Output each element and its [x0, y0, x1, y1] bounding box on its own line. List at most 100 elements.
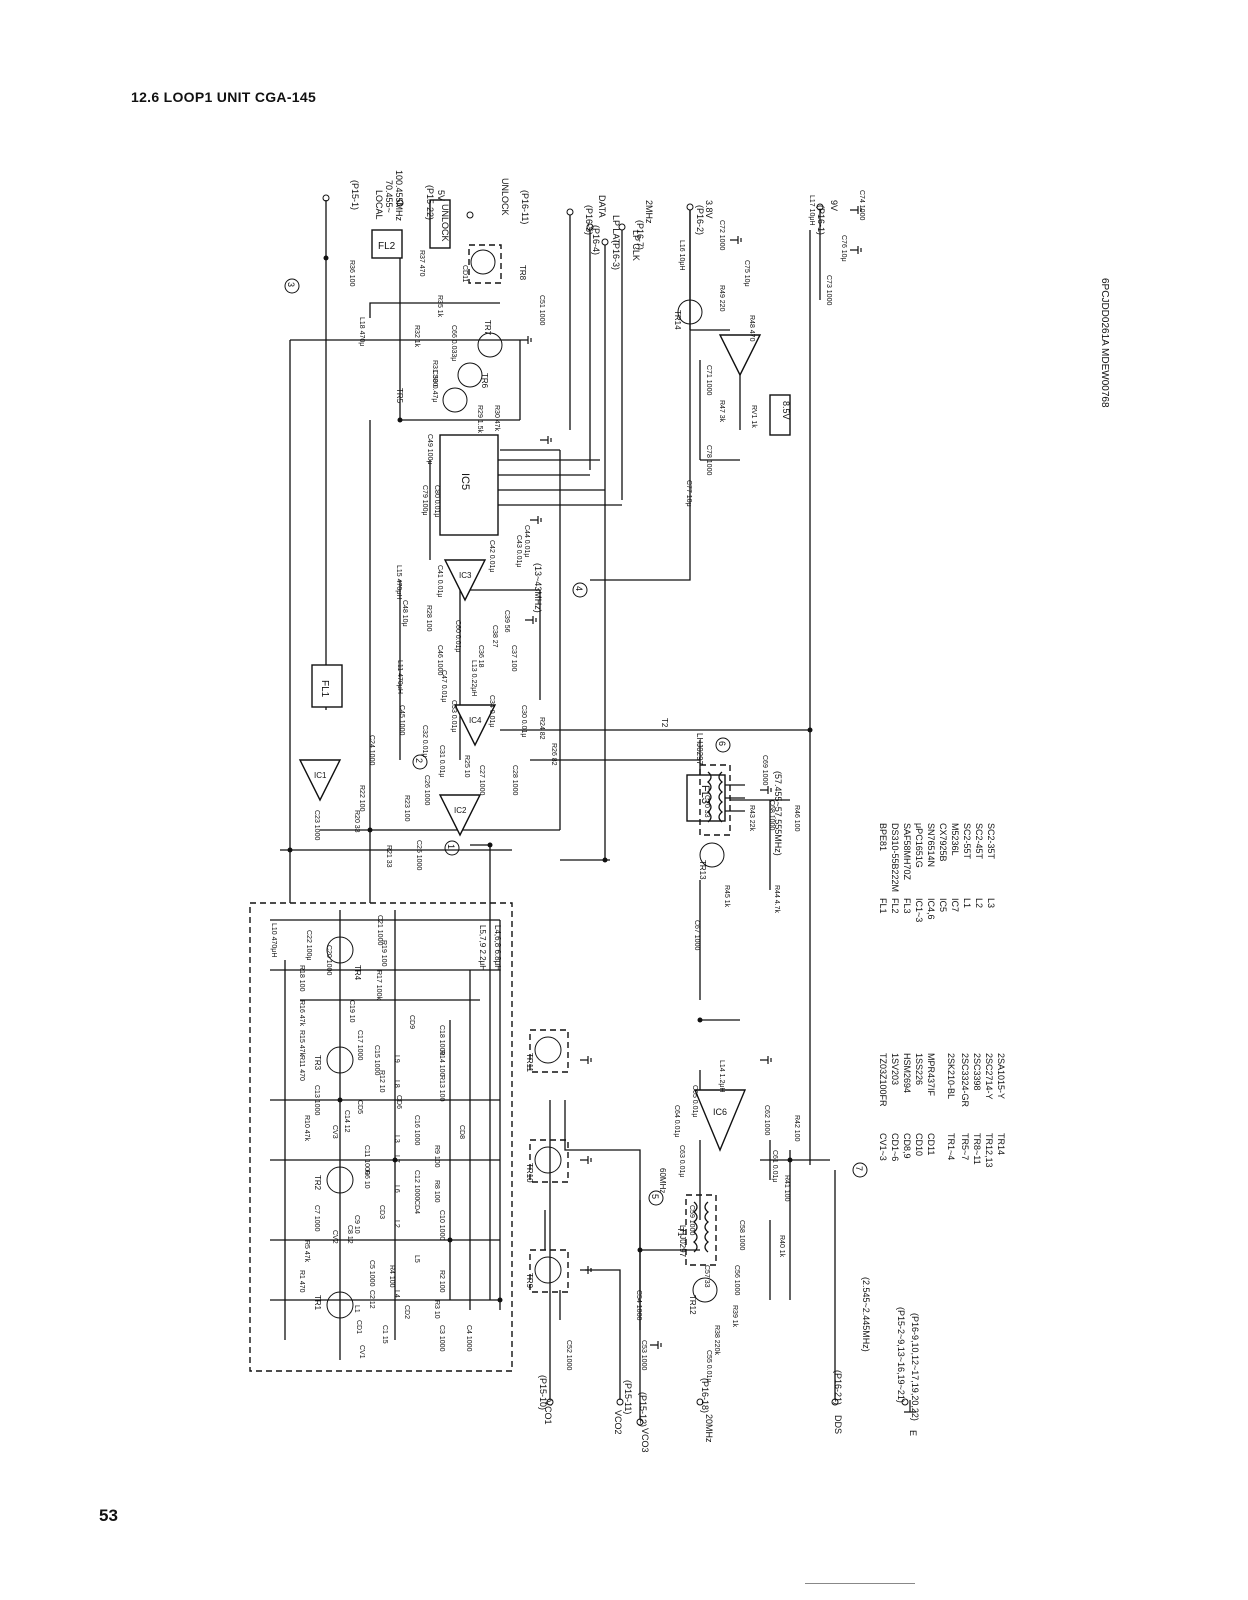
r28-label: R28 100	[425, 605, 432, 632]
ic4-label: IC4	[469, 716, 482, 725]
c34-label: C34 0.01μ	[488, 695, 495, 727]
pt-right-part-4: SN76514N	[926, 823, 936, 867]
port-local-name: LOCAL	[374, 190, 384, 220]
cv2-label: CV2	[331, 1230, 338, 1244]
c51-label: C51 1000	[538, 295, 545, 325]
l10-label: L10 470μH	[270, 923, 277, 957]
c2-label: C2 12	[368, 1290, 375, 1309]
bottom-port-labels: (P15-10) VCO1 (P15-11) VCO2 (P15-12) VCO…	[538, 1277, 871, 1453]
cv1-label: CV1	[358, 1345, 365, 1359]
pt-left-ref-6: TR5~7	[960, 1133, 970, 1160]
ic1-label: IC1	[314, 771, 327, 780]
node-marker-6: 6	[715, 737, 731, 753]
tr8-label: TR8	[518, 265, 527, 281]
c52-label: C52 1000	[565, 1340, 572, 1370]
port-terminals	[322, 194, 909, 1426]
c13-label: C13 1000	[313, 1085, 320, 1115]
r15-label: R15 47k	[298, 1030, 305, 1057]
r23-label: R23 100	[403, 795, 410, 822]
r26-label: R26 82	[550, 743, 557, 766]
c53-label: C53 1000	[640, 1340, 647, 1370]
port-9v-pin: (P16-1)	[816, 205, 826, 235]
pt-left-ref-9: TR14	[996, 1133, 1006, 1155]
ground-note: (P15-2~9,13~16,19~21) (P16-9,10,12~17,19…	[896, 1307, 920, 1436]
l7-label: L7	[393, 1155, 400, 1163]
r21-label: R21 33	[385, 845, 392, 868]
c55-label: C55 0.01μ	[705, 1350, 712, 1382]
tr7-label: TR7	[483, 320, 492, 336]
tr13-label: TR13	[698, 860, 707, 880]
pt-left-ref-8: TR12,13	[984, 1133, 994, 1168]
port-local-freq2: 100.455MHz	[394, 170, 404, 222]
c31-label: C31 0.01μ	[438, 745, 445, 777]
r39-label: R39 1k	[731, 1305, 738, 1328]
c10-label: C10 1000	[438, 1210, 445, 1240]
cd2-label: CD2	[403, 1305, 410, 1319]
top-port-labels: (P15-1) LOCAL 70.455~ 100.455MHz (P15-22…	[350, 170, 839, 270]
c36-label: C36 18	[477, 645, 484, 668]
l1-label: L1	[353, 1305, 360, 1313]
l18-label: L18 470μ	[358, 317, 365, 346]
pt-right-part-5: CX7925B	[938, 823, 948, 862]
block-ic2: IC2	[438, 794, 482, 837]
tr14-label: TR14	[673, 310, 682, 330]
port-vco3-pin: (P15-12)	[638, 1392, 648, 1427]
r18-label: R18 100	[298, 965, 305, 992]
c28-label: C28 1000	[511, 765, 518, 795]
r25-label: R25 10	[463, 755, 470, 778]
transformer-t1	[685, 1194, 717, 1266]
r3-label: R3 10	[433, 1300, 440, 1319]
r30-label: R30 47k	[493, 405, 500, 432]
t1-part: LHJ0297	[678, 1225, 687, 1258]
pt-right-ref-9: L3	[986, 898, 996, 908]
r1-label: R1 470	[298, 1270, 305, 1293]
c16-label: C16 1000	[413, 1115, 420, 1145]
r9-label: R9 100	[433, 1145, 440, 1168]
port-vco1-name: VCO1	[543, 1400, 553, 1425]
block-ic6: IC6	[693, 1089, 747, 1152]
pt-left-ref-2: CD8,9	[902, 1133, 912, 1159]
page-number: 53	[99, 1506, 118, 1525]
l3-label: L3	[393, 1135, 400, 1143]
r13-label: R13 100	[438, 1075, 445, 1102]
node-marker-1: 1	[444, 840, 460, 856]
block-ic1: IC1	[298, 759, 342, 802]
pt-right-part-3: μPC1651G	[914, 823, 924, 868]
l14-label: L14 1.2μH	[718, 1060, 725, 1092]
ground-note-line2: (P16-9,10,12~17,19,20,22)	[910, 1313, 920, 1421]
port-data-name: DATA	[597, 195, 607, 218]
tr11-label: TR11	[525, 1053, 534, 1073]
c72-label: C72 1000	[718, 220, 725, 250]
port-unlock-name: UNLOCK	[500, 178, 510, 216]
c64-label: C64 0.01μ	[673, 1105, 680, 1137]
c62-label: C62 1000	[763, 1105, 770, 1135]
rv1-label: RV1 1k	[750, 405, 757, 428]
r17-label: R17 100k	[375, 970, 382, 1000]
port-lpclk-pin: (P16-3)	[611, 240, 621, 270]
r40-label: R40 1k	[778, 1235, 785, 1258]
pt-left-part-7: 2SC3398	[972, 1053, 982, 1091]
svg-text:2: 2	[414, 758, 424, 763]
c70-label: C70 33	[703, 795, 710, 818]
c80-label: C80 0.01μ	[433, 485, 440, 517]
c66-label: C66 0.033μ	[450, 325, 457, 361]
c60-label: C60 0.01μ	[454, 620, 461, 652]
l11-label: L11 470μH	[396, 660, 403, 694]
c59-label: C59 1000	[688, 1205, 695, 1235]
r6-label: R6 10	[363, 1170, 370, 1189]
port-unlock-pin: (P16-11)	[520, 190, 530, 224]
vco-module-boundary	[249, 902, 513, 1372]
port-lplat-pin: (P16-4)	[591, 225, 601, 255]
l13-label: L13 0.22μH	[470, 660, 477, 696]
r16-label: R16 47k	[298, 1000, 305, 1027]
svg-text:5: 5	[650, 1194, 660, 1199]
pt-right-part-9: SC2-35T	[986, 823, 996, 860]
pt-left-part-6: 2SC3324-GR	[960, 1053, 970, 1108]
r47-label: R47 3k	[718, 400, 725, 423]
tr1-label: TR1	[313, 1295, 322, 1311]
cd3-label: CD3	[378, 1205, 385, 1219]
c23-label: C23 1000	[313, 810, 320, 840]
pt-right-part-1: DS310-55B222M	[890, 823, 900, 892]
r22-label: R22 100	[358, 785, 365, 812]
c48-label: C48 10μ	[401, 600, 408, 627]
